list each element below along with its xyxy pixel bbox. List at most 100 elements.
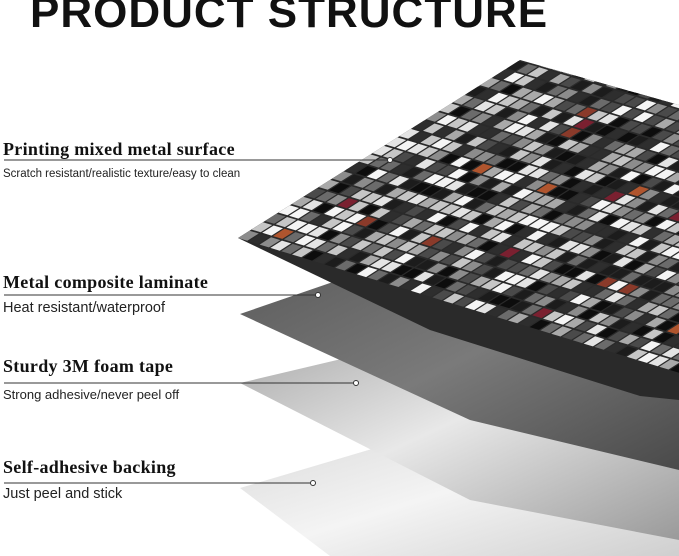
mosaic-tile	[332, 221, 353, 232]
mosaic-tile	[444, 130, 466, 141]
mosaic-tile	[547, 136, 568, 147]
mosaic-tile	[596, 226, 617, 237]
mosaic-tile	[605, 342, 626, 353]
mosaic-tile	[490, 182, 512, 193]
mosaic-tile	[262, 225, 283, 236]
mosaic-tile	[553, 314, 575, 325]
mosaic-tile	[439, 103, 460, 114]
mosaic-tile	[370, 258, 391, 269]
mosaic-tile	[429, 200, 450, 211]
mosaic-tile	[595, 125, 617, 136]
mosaic-tile	[666, 273, 679, 284]
mosaic-tile	[637, 302, 658, 313]
mosaic-tile	[499, 298, 521, 309]
mosaic-tile	[614, 194, 636, 205]
mosaic-tile	[450, 207, 472, 218]
mosaic-tile	[490, 81, 511, 92]
mosaic-tile	[604, 241, 626, 252]
mosaic-tile	[389, 276, 410, 287]
mosaic-tile	[616, 346, 637, 357]
mosaic-tile	[566, 154, 587, 165]
mosaic-tile	[658, 258, 679, 269]
mosaic-tile	[502, 235, 523, 246]
mosaic-tile	[340, 236, 362, 247]
mosaic-tile	[652, 181, 674, 192]
mosaic-tile	[555, 151, 576, 162]
mosaic-tile	[286, 220, 308, 231]
mosaic-tile	[647, 255, 669, 266]
mosaic-tile	[372, 196, 394, 207]
mosaic-tile	[372, 246, 394, 257]
mosaic-tile	[555, 201, 577, 212]
mosaic-tile	[547, 237, 569, 248]
mosaic-tile	[613, 307, 634, 318]
mosaic-tile	[580, 297, 602, 308]
mosaic-tile	[623, 209, 644, 220]
mosaic-tile	[639, 189, 660, 200]
mosaic-tile	[582, 184, 604, 195]
mosaic-tile	[418, 248, 440, 259]
mosaic-tile	[592, 137, 614, 148]
mosaic-tile	[399, 179, 420, 190]
mosaic-tile	[264, 213, 286, 224]
mosaic-tile	[645, 317, 667, 328]
mosaic-tile	[617, 132, 638, 143]
mosaic-tile	[512, 138, 533, 149]
mosaic-tile	[375, 234, 397, 245]
mosaic-tile	[294, 235, 316, 246]
mosaic-tile	[404, 206, 426, 217]
mosaic-tile	[346, 263, 367, 274]
mosaic-tile	[652, 231, 674, 242]
mosaic-tile	[662, 83, 679, 94]
mosaic-tile	[509, 200, 531, 211]
mosaic-tile	[453, 195, 474, 206]
mosaic-tile	[608, 66, 630, 77]
mosaic-tile	[472, 264, 494, 275]
mosaic-tile	[622, 108, 643, 119]
mosaic-tile	[503, 123, 525, 134]
mosaic-tile	[624, 97, 646, 108]
mosaic-tile	[542, 210, 563, 221]
mosaic-tile	[536, 183, 558, 194]
mosaic-tile	[540, 272, 561, 283]
mosaic-tile	[649, 142, 671, 153]
mosaic-tile	[381, 261, 402, 272]
mosaic-tile	[467, 237, 488, 248]
mosaic-tile	[523, 242, 545, 253]
mosaic-tile	[615, 245, 636, 256]
mosaic-tile	[649, 192, 671, 203]
mosaic-tile	[578, 309, 599, 320]
mosaic-tile	[436, 165, 458, 176]
mosaic-tile	[410, 233, 432, 244]
mosaic-tile	[566, 255, 588, 266]
mosaic-tile	[391, 214, 413, 225]
mosaic-tile	[617, 182, 639, 193]
mosaic-tile	[452, 94, 474, 105]
mosaic-tile	[659, 359, 679, 370]
mosaic-tile	[640, 341, 661, 352]
mosaic-tile	[590, 149, 611, 160]
mosaic-tile	[514, 75, 535, 86]
mosaic-tile	[666, 223, 679, 234]
mosaic-tile	[425, 111, 447, 122]
mosaic-tile	[639, 290, 661, 301]
mosaic-tile	[375, 184, 396, 195]
mosaic-tile	[331, 171, 353, 182]
mosaic-tile	[510, 301, 532, 312]
mosaic-tile	[431, 138, 452, 149]
mosaic-tile	[622, 159, 644, 170]
mosaic-tile	[407, 244, 429, 255]
mosaic-tile	[558, 190, 579, 201]
mosaic-tile	[548, 287, 569, 298]
mosaic-tile	[326, 194, 348, 205]
mosaic-tile	[515, 176, 536, 187]
mosaic-tile	[400, 280, 421, 291]
mosaic-tile	[665, 71, 679, 82]
mosaic-tile	[492, 69, 514, 80]
mosaic-tile	[506, 111, 528, 122]
mosaic-tile	[665, 122, 679, 133]
mosaic-tile	[623, 260, 645, 271]
mosaic-tile	[461, 210, 483, 221]
mosaic-tile	[644, 216, 666, 227]
mosaic-tile	[521, 254, 542, 265]
